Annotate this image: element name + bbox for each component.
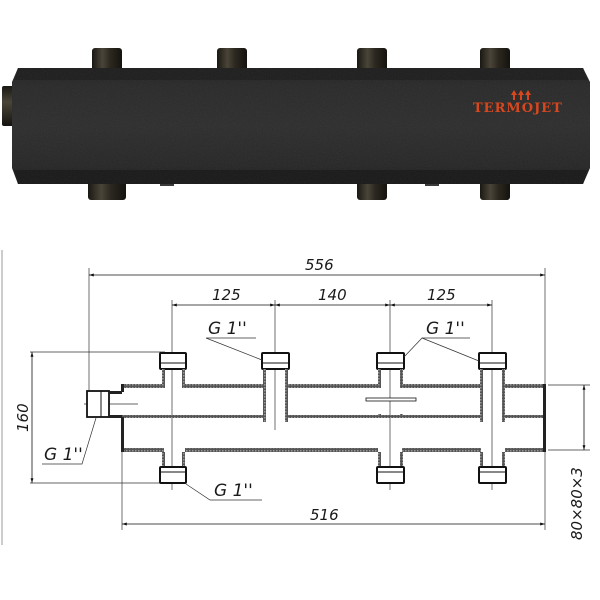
- brand-logo: TERMOJET: [473, 90, 563, 116]
- dim-160-text: 160: [14, 403, 32, 432]
- nipple-top-2: [217, 48, 247, 72]
- stub-2: [261, 352, 290, 422]
- dim-556-text: 556: [305, 256, 334, 274]
- stub-4: [478, 352, 507, 484]
- product-photo: TERMOJET: [2, 48, 590, 200]
- dim-125-right-text: 125: [427, 286, 456, 304]
- heat-arrows-icon: [511, 90, 531, 100]
- extension-lines: [30, 268, 590, 530]
- dim-140-text: 140: [318, 286, 347, 304]
- technical-drawing: 556 125 140 125 516 160 80×80×3: [1, 250, 590, 545]
- leader-lines: [42, 337, 480, 501]
- stub-3: [365, 352, 417, 484]
- nipple-top-3: [357, 48, 387, 72]
- insulation-body: [12, 68, 590, 184]
- manifold-section: [86, 352, 546, 484]
- top-nipples: [92, 48, 510, 72]
- dim-profile-text: 80×80×3: [568, 467, 586, 540]
- dim-516-text: 516: [310, 506, 339, 524]
- thread-label-bottom: G 1'': [214, 481, 253, 501]
- thread-label-side: G 1'': [44, 445, 83, 465]
- nipple-top-1: [92, 48, 122, 72]
- nipple-side-inlet: [2, 86, 14, 126]
- nipple-top-4: [480, 48, 510, 72]
- brand-name: TERMOJET: [473, 101, 563, 116]
- dim-125-left-text: 125: [212, 286, 241, 304]
- thread-label-top-right: G 1'': [426, 319, 465, 339]
- baffle: [365, 397, 417, 402]
- thread-label-top-left: G 1'': [208, 319, 247, 339]
- side-inlet-thread: [86, 390, 110, 418]
- dimension-lines: [30, 273, 586, 526]
- stub-1: [159, 352, 187, 484]
